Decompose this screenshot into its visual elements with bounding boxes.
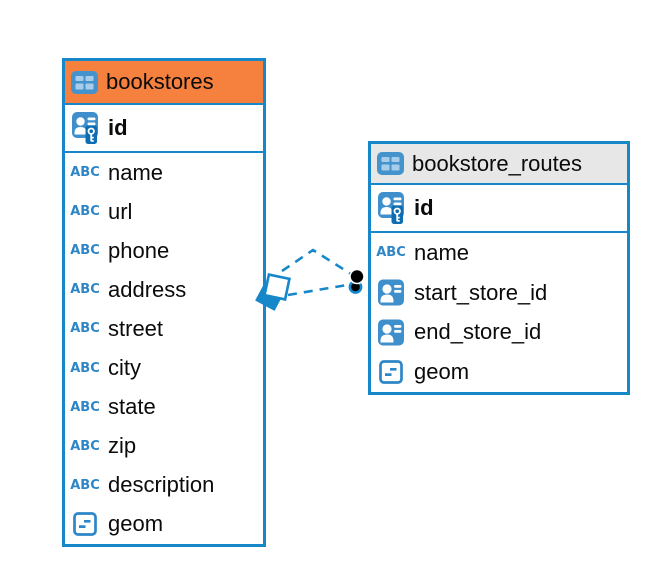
column-row-id[interactable]: id — [65, 105, 263, 153]
column-name: id — [108, 115, 128, 140]
primary-key-icon — [70, 112, 100, 144]
column-name: state — [108, 394, 156, 420]
table-grid-icon — [71, 70, 98, 94]
column-row-state[interactable]: ABC state — [65, 388, 263, 427]
text-icon: ABC — [70, 321, 100, 337]
column-row-name[interactable]: ABC name — [65, 153, 263, 192]
relation-target-marker[interactable] — [348, 268, 365, 294]
text-icon: ABC — [70, 282, 100, 298]
table-title: bookstores — [106, 69, 214, 94]
text-icon: ABC — [70, 165, 100, 181]
table-title: bookstore_routes — [412, 150, 582, 176]
table-header-bookstores[interactable]: bookstores — [65, 61, 263, 105]
column-name: url — [108, 198, 133, 224]
column-row-geom[interactable]: geom — [371, 352, 627, 392]
reference-icon — [376, 279, 406, 306]
column-row-start_store_id[interactable]: start_store_id — [371, 273, 627, 313]
column-name: geom — [414, 359, 470, 385]
column-name: name — [414, 239, 470, 265]
column-row-geom[interactable]: geom — [65, 505, 263, 544]
text-icon: ABC — [70, 477, 100, 493]
column-name: address — [108, 276, 187, 302]
column-name: zip — [108, 433, 137, 459]
column-row-phone[interactable]: ABC phone — [65, 231, 263, 270]
column-name: id — [414, 195, 434, 220]
column-name: end_store_id — [414, 319, 542, 345]
column-name: description — [108, 472, 215, 498]
column-row-id[interactable]: id — [371, 185, 627, 233]
column-row-city[interactable]: ABC city — [65, 348, 263, 387]
table-grid-icon — [377, 152, 404, 175]
text-icon: ABC — [376, 245, 406, 261]
text-icon: ABC — [70, 399, 100, 415]
column-row-name[interactable]: ABC name — [371, 233, 627, 273]
geometry-icon — [376, 360, 406, 384]
column-name: city — [108, 355, 141, 381]
column-row-url[interactable]: ABC url — [65, 192, 263, 231]
column-name: phone — [108, 237, 170, 263]
primary-key-icon — [376, 192, 406, 224]
column-row-address[interactable]: ABC address — [65, 270, 263, 309]
column-name: name — [108, 159, 164, 185]
reference-icon — [376, 319, 406, 346]
column-name: geom — [108, 511, 164, 537]
text-icon: ABC — [70, 360, 100, 376]
text-icon: ABC — [70, 243, 100, 259]
column-row-zip[interactable]: ABC zip — [65, 427, 263, 466]
column-row-description[interactable]: ABC description — [65, 466, 263, 505]
text-icon: ABC — [70, 204, 100, 220]
column-name: street — [108, 315, 164, 341]
table-header-bookstore-routes[interactable]: bookstore_routes — [371, 144, 627, 185]
column-row-street[interactable]: ABC street — [65, 309, 263, 348]
column-name: start_store_id — [414, 279, 548, 305]
column-row-end_store_id[interactable]: end_store_id — [371, 313, 627, 353]
relationship-line[interactable] — [287, 283, 348, 297]
geometry-icon — [70, 512, 100, 537]
text-icon: ABC — [70, 438, 100, 454]
relationship-line[interactable] — [281, 248, 352, 276]
